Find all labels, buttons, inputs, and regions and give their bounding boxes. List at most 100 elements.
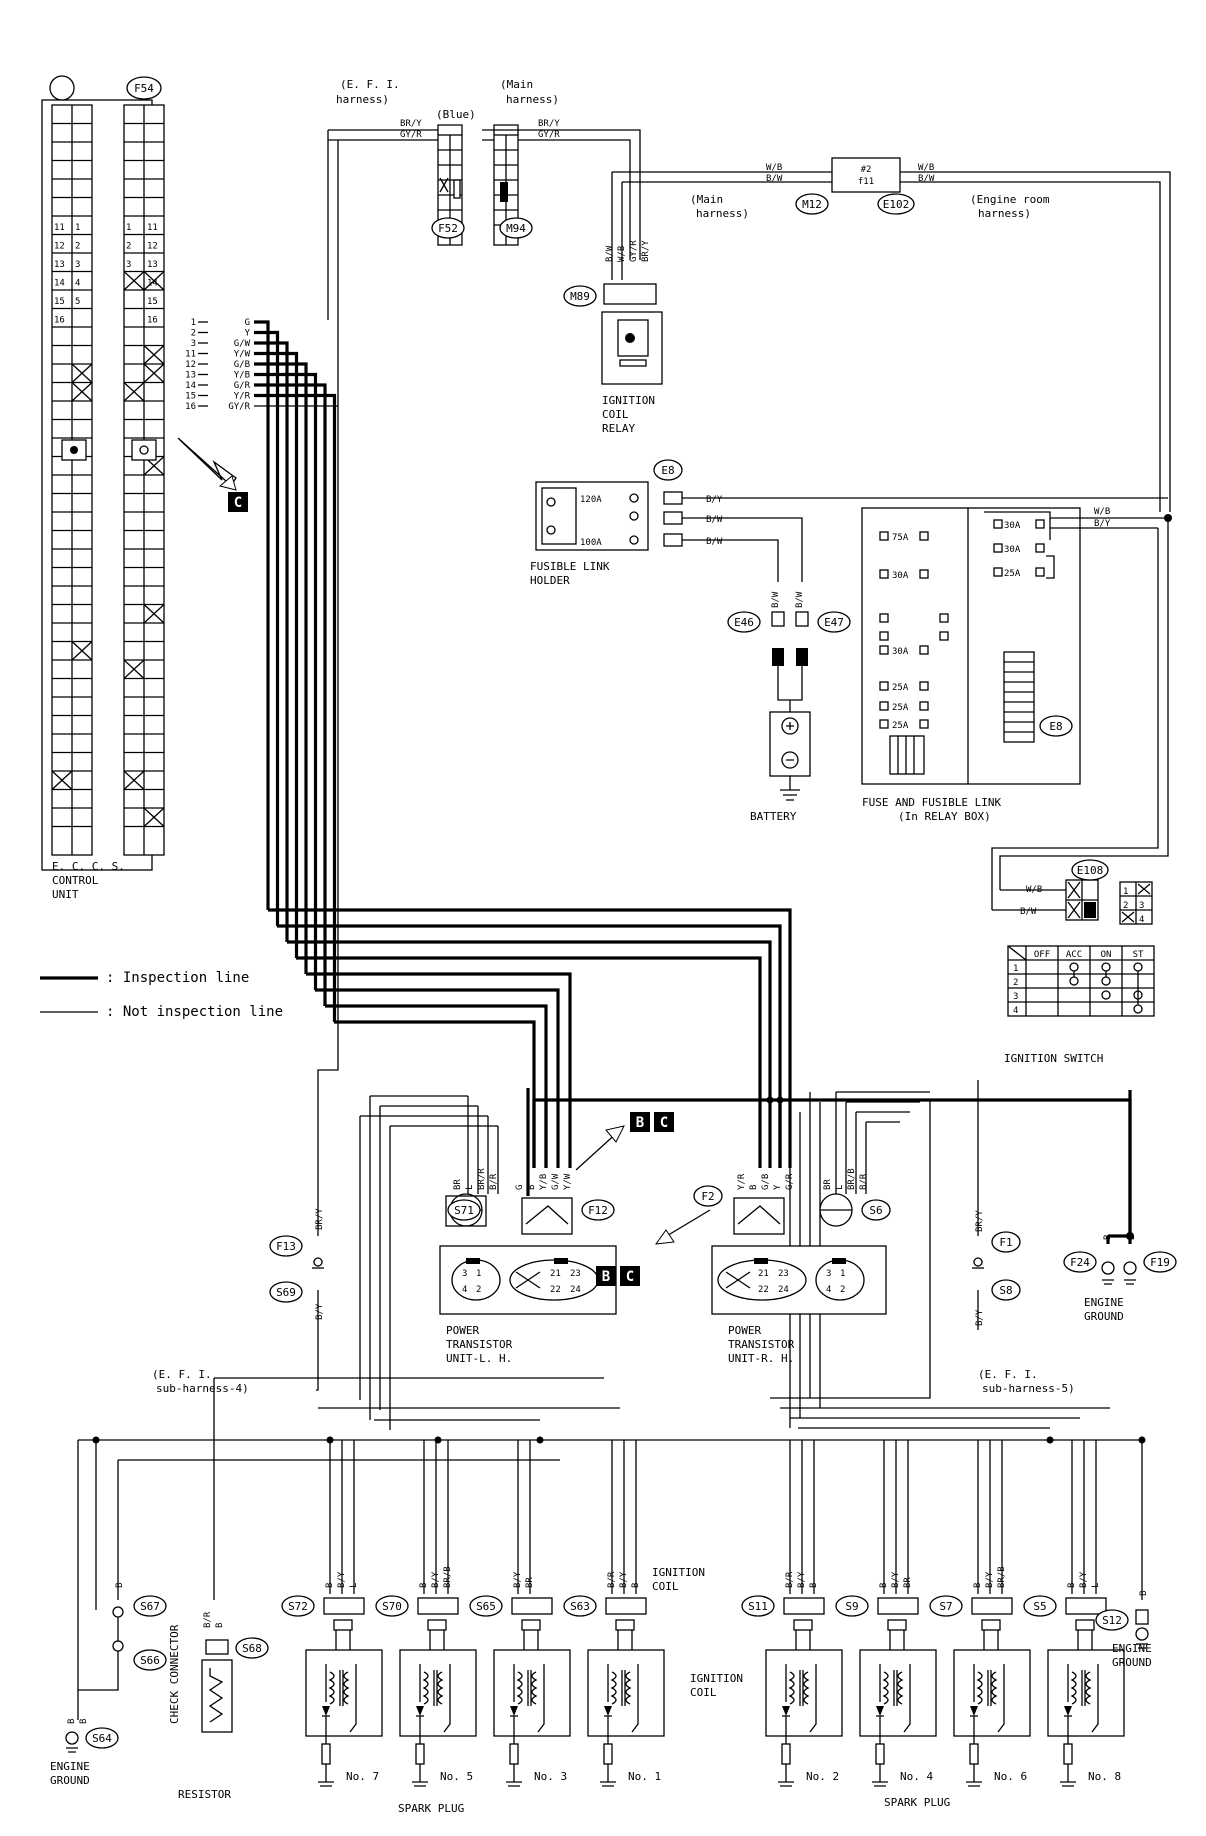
rg-label-2: GROUND: [1112, 1656, 1152, 1669]
ptl-wire-a: BR/R: [477, 1168, 487, 1190]
lg-wire-3: B: [79, 1719, 89, 1724]
ptl-pin-2: 2: [476, 1285, 481, 1295]
relaybox-fuse-right: 30A: [1004, 545, 1021, 555]
ign-table-row: 2: [1013, 978, 1018, 988]
ptl-wire-a: L: [465, 1185, 475, 1190]
bundle-run: [277, 924, 782, 1168]
rg-label-1: ENGINE: [1112, 1642, 1152, 1655]
ign-coil-label-2: COIL: [652, 1580, 679, 1593]
ptl-pin-21: 21: [550, 1269, 561, 1279]
ign-table-header: ON: [1101, 950, 1112, 960]
ign-table-row: 4: [1013, 1006, 1018, 1016]
ecu-wire-color: Y/W: [234, 350, 251, 360]
ecu-pin-label: 1: [75, 223, 80, 233]
ptr-wire-b: L: [835, 1185, 845, 1190]
ecu-wire-color: Y: [245, 329, 251, 339]
resistor-label: RESISTOR: [178, 1788, 231, 1801]
right-wire-by: B/Y: [975, 1309, 985, 1326]
relaybox-fuse-left: 30A: [892, 647, 909, 657]
s6-label: S6: [869, 1204, 882, 1217]
fuse-box-f11: [831, 157, 901, 193]
relaybox-wire-wb: W/B: [1094, 507, 1110, 517]
ecu-pin-label: 15: [147, 297, 158, 307]
sub-harness-5-label: (E. F. I.: [978, 1368, 1038, 1381]
ptr-label-1: POWER: [728, 1324, 761, 1337]
e46-label: E46: [734, 616, 754, 629]
sub-harness-4-label-2: sub-harness-4): [156, 1382, 249, 1395]
ecu-wire-pin: 12: [185, 360, 196, 370]
engine-ground-right: B B F24 F19 ENGINE GROUND: [1063, 1090, 1177, 1323]
spark-plug-number: No. 3: [534, 1770, 567, 1783]
bundle-wire: [254, 372, 318, 990]
ref-badge-c: [228, 492, 248, 512]
ecu-wire-pin: 11: [185, 350, 196, 360]
relay-label-1: IGNITION: [602, 394, 655, 407]
s71-label: S71: [454, 1204, 474, 1217]
rg-wire: B: [1139, 1591, 1149, 1596]
relaybox-label-2: (In RELAY BOX): [898, 810, 991, 823]
ptl-badge-c: [654, 1112, 674, 1132]
legend-inspection: : Inspection line: [106, 970, 249, 986]
spark-plug-number: No. 4: [900, 1770, 933, 1783]
ecu-wire-pin: 2: [191, 329, 196, 339]
ptl-wire-b: Y/B: [539, 1174, 549, 1190]
ptr-label-2: TRANSISTOR: [728, 1338, 795, 1351]
m12-label: M12: [802, 198, 822, 211]
ecu-label-3: UNIT: [52, 888, 79, 901]
ptr-badge-b: [596, 1266, 616, 1286]
ref-arrow-c: C: [177, 437, 248, 512]
ptl-pin-4: 4: [462, 1285, 467, 1295]
s69-label: S69: [276, 1286, 296, 1299]
ecu-pin-label: 14: [54, 279, 65, 289]
ecu-wire-color: G/R: [234, 381, 251, 391]
bundle-wire: [254, 393, 337, 1022]
coil-connector-label: S65: [476, 1600, 496, 1613]
wire-bry-1: BR/Y: [400, 119, 422, 129]
ecu-wire-color: G: [245, 318, 250, 328]
fusible-wire-bw-1: B/W: [706, 515, 723, 525]
ptl-pin-3: 3: [462, 1269, 467, 1279]
spark-plug-number: No. 2: [806, 1770, 839, 1783]
ign-table-header: ST: [1133, 950, 1144, 960]
battery-label: BATTERY: [750, 810, 797, 823]
ign-table-header: ACC: [1066, 950, 1082, 960]
coil-connector: [1065, 1597, 1107, 1615]
spark-plug-number: No. 5: [440, 1770, 473, 1783]
coil-connector-label: S63: [570, 1600, 590, 1613]
f12-label: F12: [588, 1204, 608, 1217]
ecu-pin-label: 2: [75, 242, 80, 252]
check-connector: B/R B S68 CHECK CONNECTOR RESISTOR: [168, 1611, 269, 1801]
coil-connector-label: S70: [382, 1600, 402, 1613]
bundle-run: [287, 940, 772, 1168]
ecu-wire-color: G/B: [234, 360, 250, 370]
lg-wire-2: B: [67, 1719, 77, 1724]
f12-connector: [521, 1197, 573, 1235]
relay-wire-4: BR/Y: [641, 240, 651, 262]
legend-not-inspection: : Not inspection line: [106, 1004, 283, 1020]
ign-table-row: 1: [1013, 964, 1018, 974]
ecu-pin-label: 4: [75, 279, 80, 289]
coil-connector: [323, 1597, 365, 1615]
ptl-label-3: UNIT-L. H.: [446, 1352, 512, 1365]
relaybox-fuse-left: 25A: [892, 683, 909, 693]
f54-marker: [49, 75, 75, 101]
ptl-label-1: POWER: [446, 1324, 479, 1337]
ptr-wire-a: G/B: [761, 1174, 771, 1190]
ptl-wire-b: G: [515, 1185, 525, 1190]
harness-connectors: (E. F. I. harness) (Blue) (Main harness)…: [327, 78, 641, 320]
egr-label-2: GROUND: [1084, 1310, 1124, 1323]
efi-harness-label-2: harness): [336, 93, 389, 106]
ptl-pin-24: 24: [570, 1285, 581, 1295]
egr-label-1: ENGINE: [1084, 1296, 1124, 1309]
main-harness-label-2: harness): [506, 93, 559, 106]
ptr-pin-2: 2: [840, 1285, 845, 1295]
bundle-run: [296, 956, 762, 1168]
s66-label: S66: [140, 1654, 160, 1667]
lg-label-1: ENGINE: [50, 1760, 90, 1773]
bundle-wire: [254, 362, 308, 974]
ign-pin-2: 2: [1123, 901, 1128, 911]
